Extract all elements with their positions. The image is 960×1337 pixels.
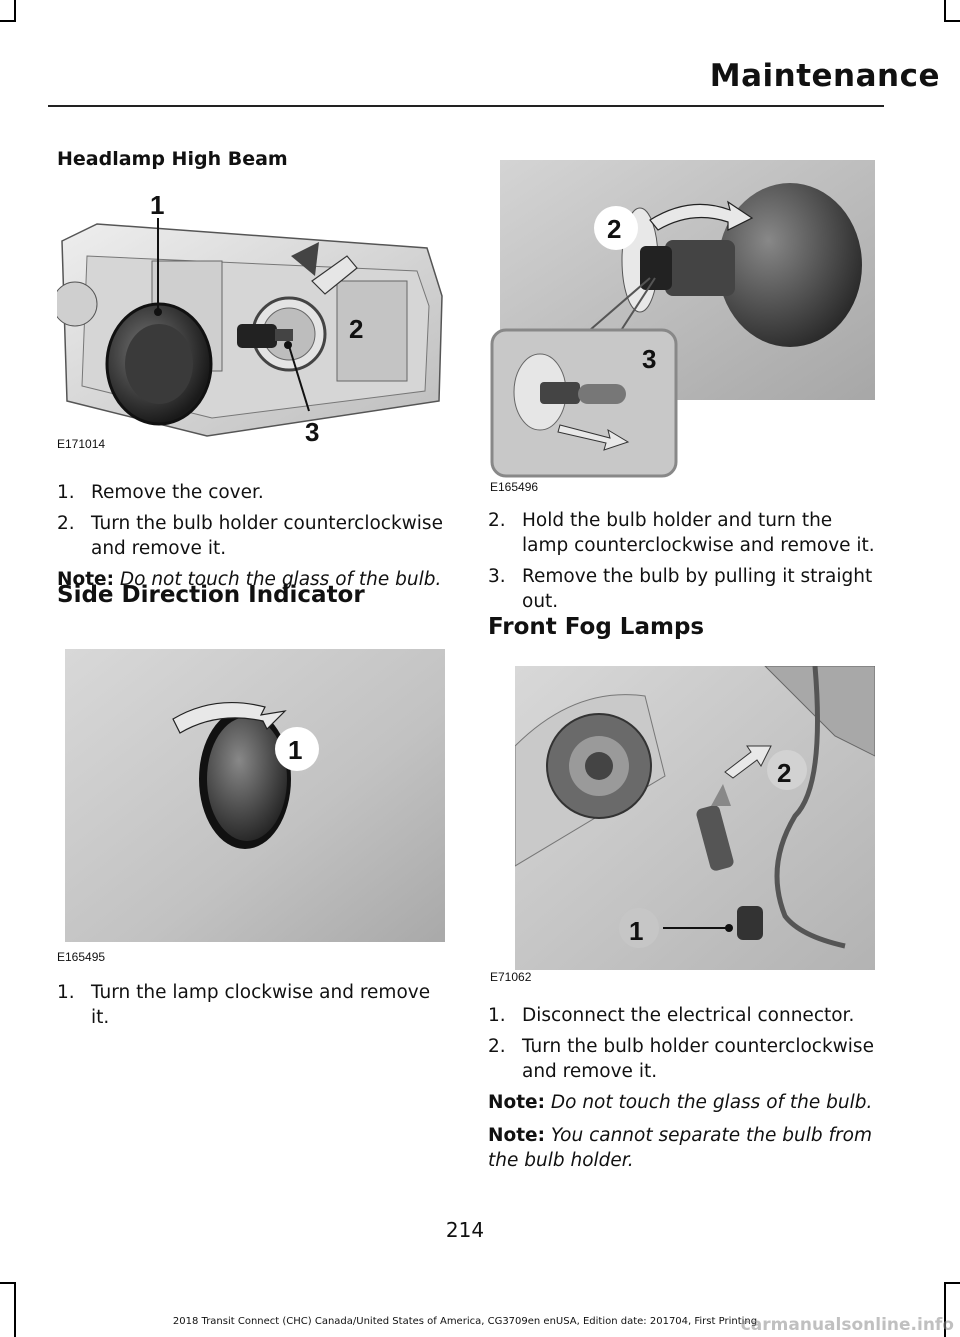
note-text: Do not touch the glass of the bulb. [119, 569, 442, 590]
callout-3: 3 [642, 344, 656, 374]
callout-1: 1 [288, 735, 302, 765]
list-item: 2. Turn the bulb holder counterclockwise … [57, 511, 452, 561]
page-title: Maintenance [709, 58, 940, 94]
list-number: 1. [488, 1005, 506, 1026]
section-heading-headlamp-high-beam: Headlamp High Beam [57, 148, 288, 170]
figure-front-fog-lamps: 2 1 [515, 666, 875, 970]
crop-mark [0, 1282, 16, 1284]
crop-mark [944, 0, 946, 22]
figure-code: E165496 [490, 480, 539, 494]
list-text: Disconnect the electrical connector. [522, 1005, 855, 1026]
figure-code: E171014 [57, 437, 106, 451]
footer-edition-text: 2018 Transit Connect (CHC) Canada/United… [172, 1316, 758, 1327]
note-text: Do not touch the glass of the bulb. [550, 1092, 873, 1113]
note-label: Note: [488, 1092, 545, 1113]
figure-headlamp-high-beam: 1 2 3 [57, 186, 447, 454]
crop-mark [944, 1282, 946, 1337]
list-text: Hold the bulb holder and turn the lamp c… [522, 510, 875, 556]
page-number: 214 [445, 1218, 485, 1242]
crop-mark [14, 0, 16, 22]
note-label: Note: [57, 569, 114, 590]
list-item: 1. Remove the cover. [57, 480, 452, 505]
list-text: Remove the bulb by pulling it straight o… [522, 566, 873, 612]
note: Note: Do not touch the glass of the bulb… [488, 1090, 883, 1115]
crop-mark [0, 20, 16, 22]
callout-2: 2 [607, 214, 621, 244]
watermark: carmanualsonline.info [740, 1315, 954, 1335]
list-text: Turn the bulb holder counterclockwise an… [522, 1036, 874, 1082]
note: Note: You cannot separate the bulb from … [488, 1123, 883, 1173]
callout-1: 1 [629, 916, 643, 946]
figure-side-indicator-bulb: 2 3 [490, 160, 875, 480]
note: Note: Do not touch the glass of the bulb… [57, 567, 452, 592]
list-text: Turn the bulb holder counterclockwise an… [91, 513, 443, 559]
figure-side-direction-indicator: 1 [65, 649, 445, 942]
list-number: 3. [488, 566, 506, 587]
list-item: 1. Turn the lamp clockwise and remove it. [57, 980, 452, 1030]
list-number: 2. [488, 1036, 506, 1057]
callout-3: 3 [305, 417, 319, 447]
list-number: 1. [57, 982, 75, 1003]
list-text: Turn the lamp clockwise and remove it. [91, 982, 431, 1028]
list-number: 2. [57, 513, 75, 534]
list-item: 2. Turn the bulb holder counterclockwise … [488, 1034, 883, 1084]
section-heading-front-fog-lamps: Front Fog Lamps [488, 614, 705, 640]
list-number: 2. [488, 510, 506, 531]
figure-code: E165495 [57, 950, 106, 964]
header-divider [48, 105, 884, 107]
note-label: Note: [488, 1125, 545, 1146]
list-item: 3. Remove the bulb by pulling it straight… [488, 564, 883, 614]
note-text: You cannot separate the bulb from the bu… [488, 1125, 872, 1171]
figure-code: E71062 [490, 970, 532, 984]
list-item: 2. Hold the bulb holder and turn the lamp… [488, 508, 883, 558]
list-number: 1. [57, 482, 75, 503]
list-item: 1. Disconnect the electrical connector. [488, 1003, 883, 1028]
section-heading-side-direction-indicator: Side Direction Indicator [57, 582, 365, 608]
callout-2: 2 [349, 314, 363, 344]
crop-mark [14, 1282, 16, 1337]
list-text: Remove the cover. [91, 482, 264, 503]
crop-mark [944, 1282, 960, 1284]
crop-mark [944, 20, 960, 22]
callout-1: 1 [150, 190, 164, 220]
callout-2: 2 [777, 758, 791, 788]
